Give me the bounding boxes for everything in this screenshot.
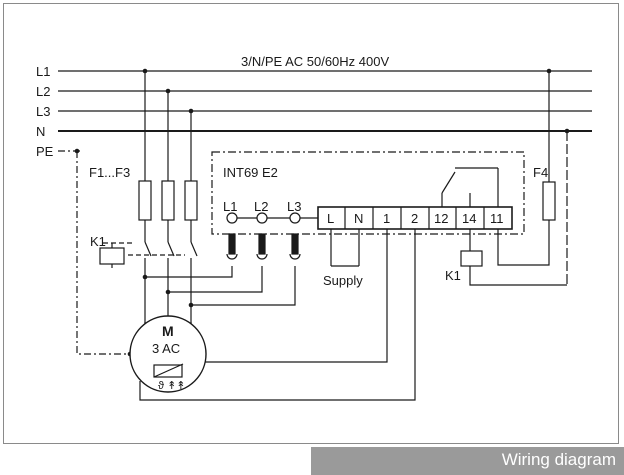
line-label-l1: L1 (36, 64, 50, 79)
relay-contact (441, 167, 499, 207)
contactor-k1 (99, 241, 198, 330)
terminal-11: 11 (490, 211, 504, 226)
caption-bar: Wiring diagram (311, 447, 624, 475)
motor-m: M (162, 323, 174, 339)
coil-label: K1 (445, 268, 461, 283)
contactor-label: K1 (90, 234, 106, 249)
fuse-f1-f3 (138, 180, 198, 221)
fuse-label: F1...F3 (89, 165, 130, 180)
supply-wires (330, 229, 360, 267)
tap-wires (145, 266, 296, 306)
terminal-12: 12 (434, 211, 448, 226)
terminal-14: 14 (462, 211, 476, 226)
feeder-wires (144, 71, 192, 242)
terminal-1: 1 (383, 211, 390, 226)
line-label-pe: PE (36, 144, 54, 159)
module-boundary (211, 151, 525, 235)
supply-bus (58, 70, 592, 152)
terminal-strip (317, 206, 513, 230)
supply-label: 3/N/PE AC 50/60Hz 400V (241, 54, 389, 69)
line-label-n: N (36, 124, 45, 139)
motor-type: 3 AC (152, 341, 180, 356)
line-label-l3: L3 (36, 104, 50, 119)
terminal-l: L (327, 211, 334, 226)
supply-text: Supply (323, 273, 363, 288)
motor-sensor: ϑ ↟↟ (158, 380, 186, 392)
input-label-l1: L1 (223, 199, 237, 214)
fuse-f4-label: F4 (533, 165, 548, 180)
line-label-l2: L2 (36, 84, 50, 99)
terminal-labels: L N 1 2 12 14 11 (327, 211, 504, 226)
terminal-n: N (354, 211, 363, 226)
module-label: INT69 E2 (223, 165, 278, 180)
motor (129, 315, 207, 393)
terminal-2: 2 (411, 211, 418, 226)
caption-text: Wiring diagram (501, 450, 616, 469)
diagram-frame (3, 3, 619, 444)
coil-k1-circuit (460, 71, 568, 286)
input-label-l2: L2 (254, 199, 268, 214)
module-inputs: L1 L2 L3 (223, 199, 318, 260)
input-label-l3: L3 (287, 199, 301, 214)
wiring-diagram: 3/N/PE AC 50/60Hz 400V L1 L2 L3 N PE F1.… (36, 54, 592, 401)
thermistor-wires (139, 229, 416, 401)
